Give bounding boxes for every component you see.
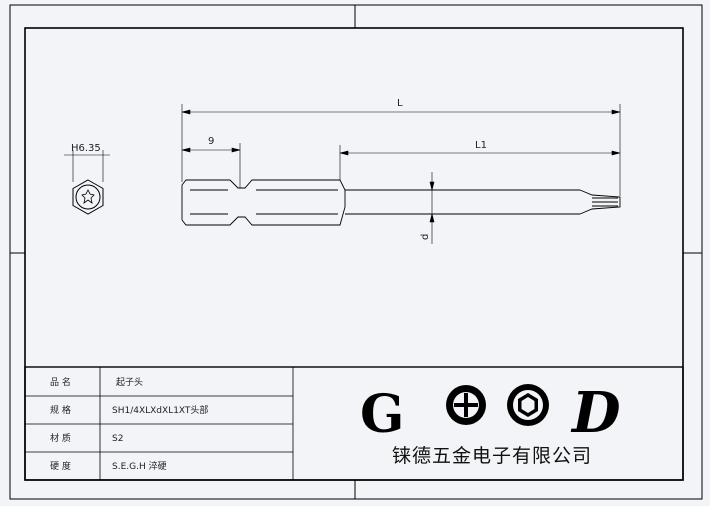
phillips-icon [446,385,486,425]
bit-side-view [181,179,621,226]
row-value-spec: SH1/4XLXdXL1XT头部 [112,404,208,416]
row-value-name: 起子头 [116,377,143,388]
logo-letter-d: D [570,380,621,446]
row-label-material: 材 质 [50,432,71,444]
logo-letter-g: G [360,384,404,445]
company-name: 铼德五金电子有限公司 [392,445,592,467]
diameter-label: d [420,234,431,240]
row-value-hardness: S.E.G.H 淬硬 [112,460,167,472]
hex-end-view [64,150,110,215]
row-label-hardness: 硬 度 [50,460,71,472]
outer-frame [9,4,703,500]
row-value-material: S2 [112,434,123,444]
shank-length-label: 9 [208,136,214,147]
torx-star-icon [81,189,95,204]
company-logo: G D 铼德五金电子有限公司 [360,380,621,467]
title-block [24,366,684,481]
hex-size-label: H6.35 [71,143,101,154]
total-length-label: L [397,98,403,109]
row-label-name: 品 名 [50,376,71,388]
tip-length-label: L1 [475,140,487,151]
dimension-lines [181,104,621,244]
hex-socket-icon [507,384,549,426]
row-label-spec: 规 格 [50,404,71,416]
